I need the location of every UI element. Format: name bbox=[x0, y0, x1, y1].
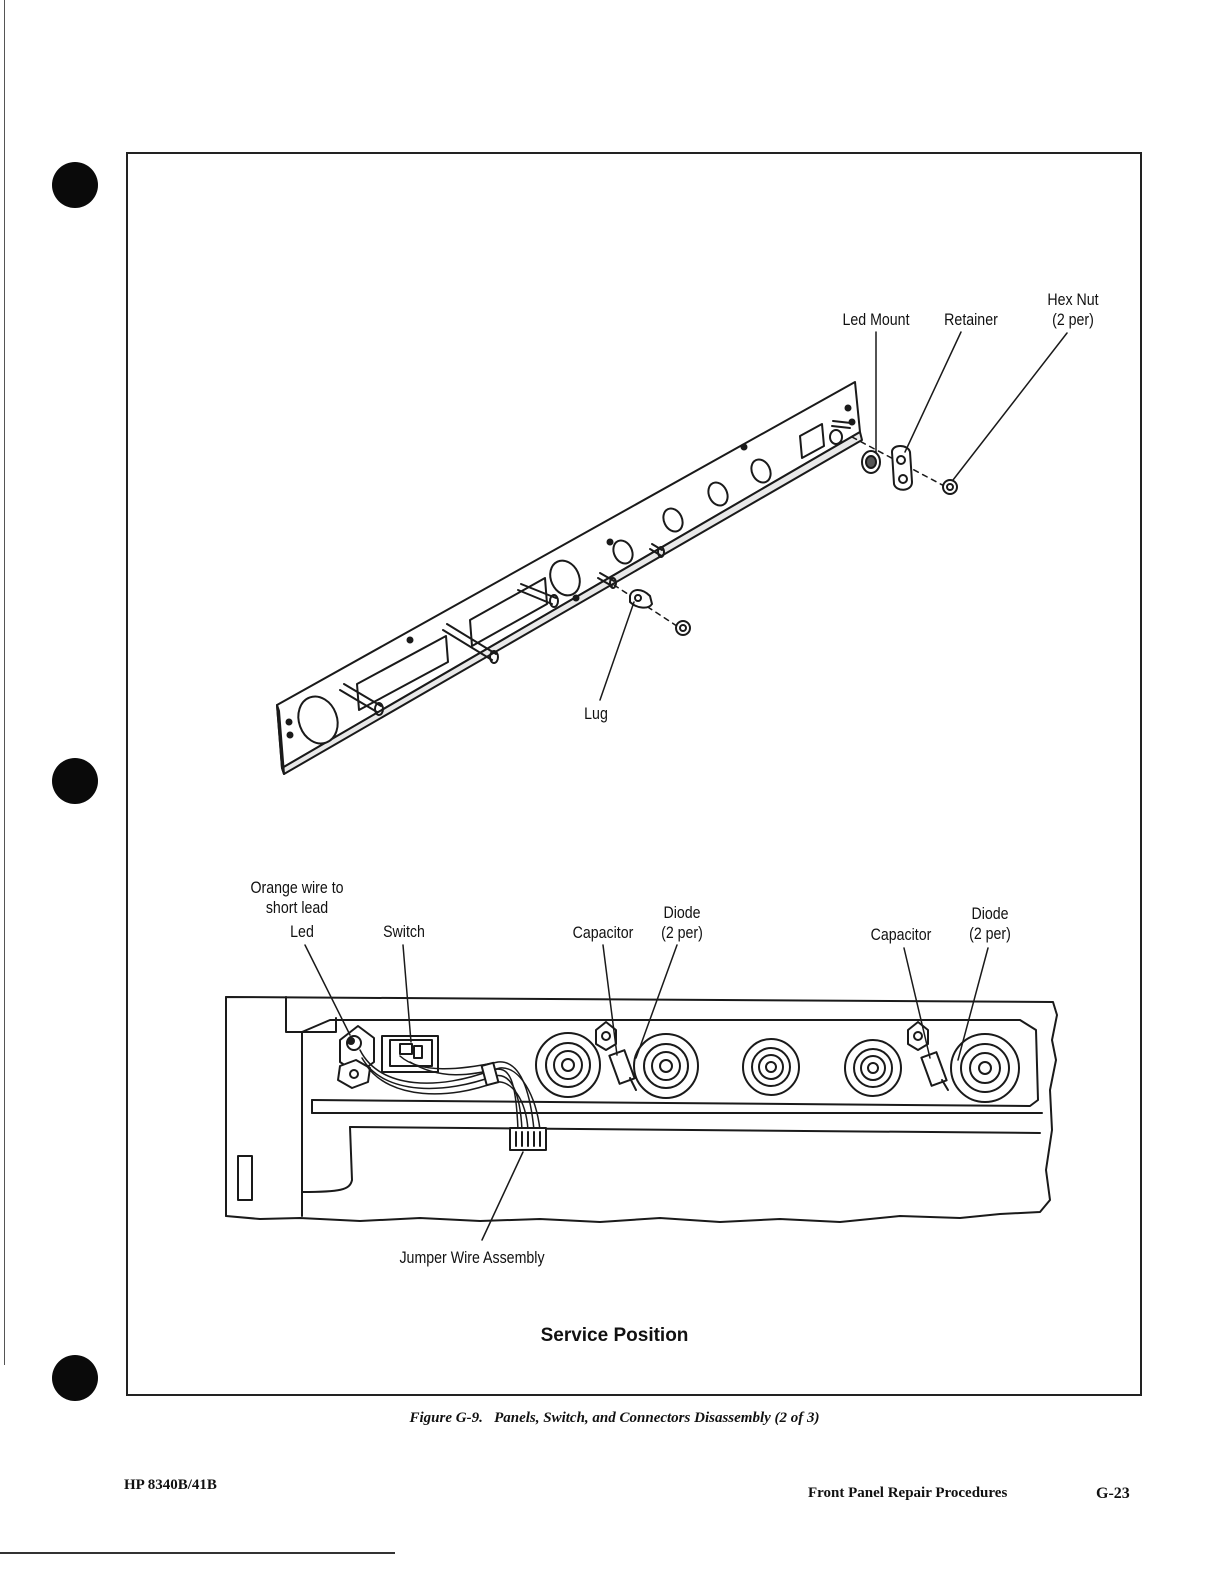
callout-jumper-wire-assembly: Jumper Wire Assembly bbox=[389, 1248, 556, 1268]
footer-model: HP 8340B/41B bbox=[124, 1477, 217, 1494]
callout-hex-nut: Hex Nut (2 per) bbox=[1039, 290, 1108, 330]
callout-orange-wire-line2: short lead bbox=[238, 898, 357, 918]
callout-diode-1-line1: Diode bbox=[653, 903, 711, 923]
callout-switch: Switch bbox=[373, 922, 435, 942]
callout-hex-nut-line1: Hex Nut bbox=[1039, 290, 1108, 310]
connector-1 bbox=[536, 1033, 600, 1097]
callout-orange-wire-line1: Orange wire to bbox=[238, 878, 357, 898]
callout-capacitor-1: Capacitor bbox=[566, 923, 640, 943]
callout-lug: Lug bbox=[576, 704, 616, 724]
connector-2 bbox=[634, 1034, 698, 1098]
figure-caption: Figure G-9. Panels, Switch, and Connecto… bbox=[0, 1410, 1229, 1427]
service-position-view bbox=[226, 997, 1057, 1222]
callout-diode-1: Diode (2 per) bbox=[653, 903, 711, 943]
callout-hex-nut-line2: (2 per) bbox=[1039, 310, 1108, 330]
callout-capacitor-2: Capacitor bbox=[864, 925, 938, 945]
connector-4 bbox=[845, 1040, 901, 1096]
lug-hardware bbox=[630, 590, 690, 635]
led-mount-hardware bbox=[862, 446, 957, 494]
callout-retainer: Retainer bbox=[937, 310, 1004, 330]
callout-diode-1-line2: (2 per) bbox=[653, 923, 711, 943]
callout-diode-2-line1: Diode bbox=[961, 904, 1019, 924]
service-position-title: Service Position bbox=[0, 1325, 1229, 1347]
callout-diode-2: Diode (2 per) bbox=[961, 904, 1019, 944]
footer-section-title: Front Panel Repair Procedures bbox=[808, 1485, 1007, 1502]
callout-led: Led bbox=[280, 922, 325, 942]
callout-diode-2-line2: (2 per) bbox=[961, 924, 1019, 944]
connector-5 bbox=[951, 1034, 1019, 1102]
bottom-rule bbox=[0, 1552, 395, 1554]
callout-led-mount: Led Mount bbox=[836, 310, 915, 330]
connector-3 bbox=[743, 1039, 799, 1095]
callout-orange-wire: Orange wire to short lead bbox=[238, 878, 357, 918]
footer-page-number: G-23 bbox=[1096, 1485, 1130, 1503]
